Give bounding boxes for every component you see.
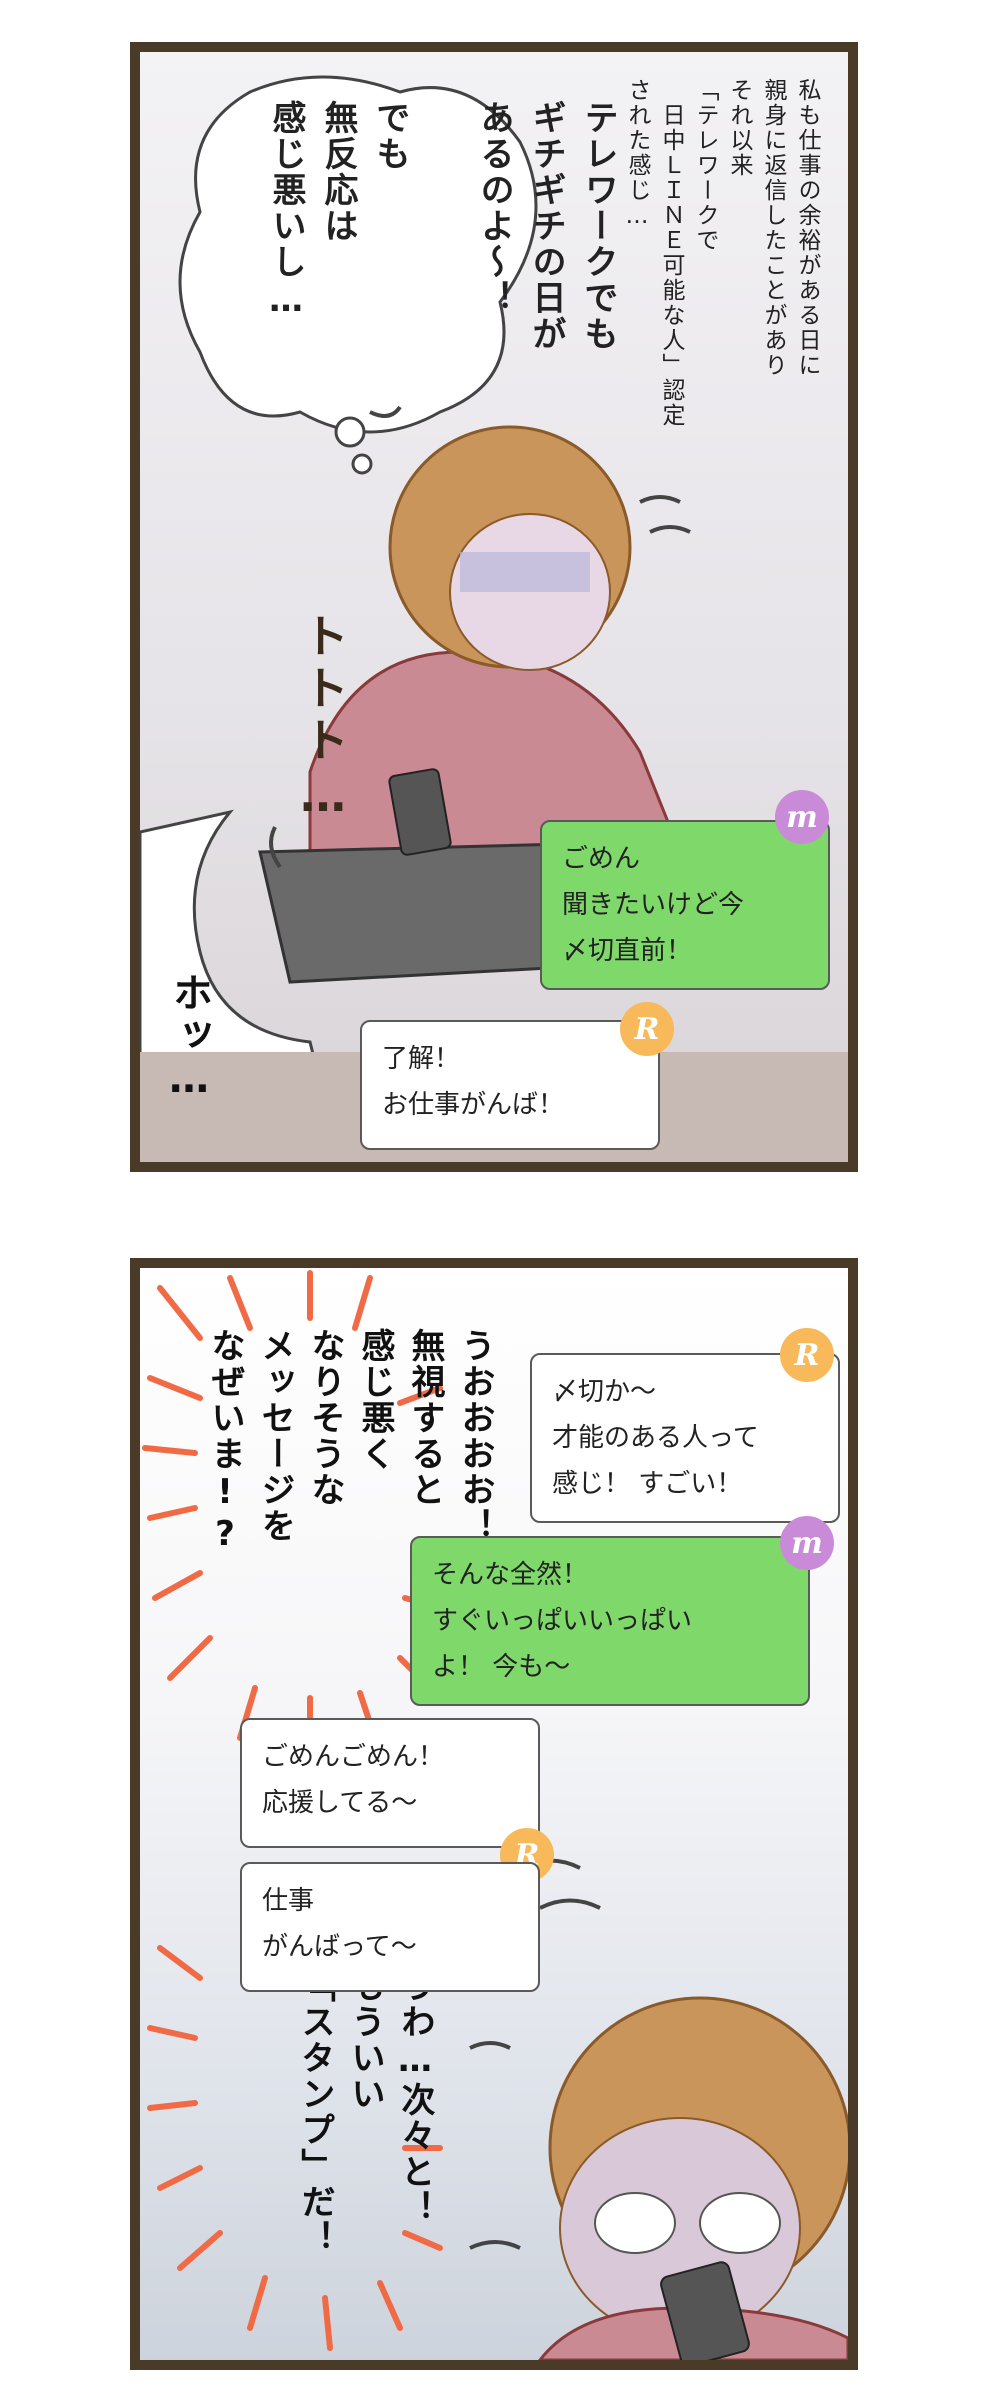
thought-cloud bbox=[178, 75, 538, 434]
avatar-m-icon: m bbox=[775, 790, 829, 844]
chat-message: 〆切か〜 才能のある人って 感じ！ すごい！ bbox=[530, 1353, 840, 1523]
motion-mark bbox=[469, 2240, 521, 2250]
comic-panel-2: うおおおお！ 無視すると 感じ悪く なりそうな メッセージを なぜいま!? うわ… bbox=[130, 1258, 858, 2370]
motion-mark bbox=[369, 405, 402, 418]
phone-icon bbox=[660, 2261, 750, 2360]
chat-message: 仕事 がんばって〜 bbox=[240, 1862, 540, 1992]
thought-dot bbox=[351, 453, 373, 475]
shout-text: うおおおお！ 無視すると 感じ悪く なりそうな メッセージを なぜいま!? bbox=[205, 1328, 495, 1556]
thought-text: テレワークでも ギチギチの日が あるのよ〜！ でも 無反応は 感じ悪いし… bbox=[266, 100, 618, 352]
avatar-r-icon: R bbox=[780, 1328, 834, 1382]
avatar-r-icon: R bbox=[620, 1002, 674, 1056]
teary-eye bbox=[594, 2192, 676, 2254]
face-shadow bbox=[460, 552, 590, 592]
chat-message: そんな全然！ すぐいっぱいいっぱい よ！ 今も〜 bbox=[410, 1536, 810, 1706]
motion-mark bbox=[639, 495, 681, 504]
thought-dot bbox=[334, 416, 366, 448]
comic-panel-1: 私も仕事の余裕がある日に 親身に返信したことがあり それ以来 「テレワークで 日… bbox=[130, 42, 858, 1172]
shout-text: うわ…次々と！ もういい 「スタンプ」だ！ bbox=[295, 1968, 435, 2256]
motion-mark bbox=[269, 826, 282, 869]
sfx-typing: トトト… bbox=[296, 612, 350, 828]
motion-mark bbox=[539, 1898, 601, 1910]
phone-icon bbox=[388, 768, 452, 856]
motion-mark bbox=[649, 525, 691, 534]
chat-message: ごめん 聞きたいけど今 〆切直前！ bbox=[540, 820, 830, 990]
chat-message: 了解！ お仕事がんば！ bbox=[360, 1020, 660, 1150]
avatar-m-icon: m bbox=[780, 1516, 834, 1570]
narration-text: 私も仕事の余裕がある日に 親身に返信したことがあり それ以来 「テレワークで 日… bbox=[624, 78, 820, 428]
sigh-text: ホッ… bbox=[166, 972, 212, 1104]
panel-2-artwork bbox=[142, 1270, 848, 2360]
chat-message: ごめんごめん！ 応援してる〜 bbox=[240, 1718, 540, 1848]
motion-mark bbox=[469, 2041, 511, 2050]
teary-eye bbox=[699, 2192, 781, 2254]
